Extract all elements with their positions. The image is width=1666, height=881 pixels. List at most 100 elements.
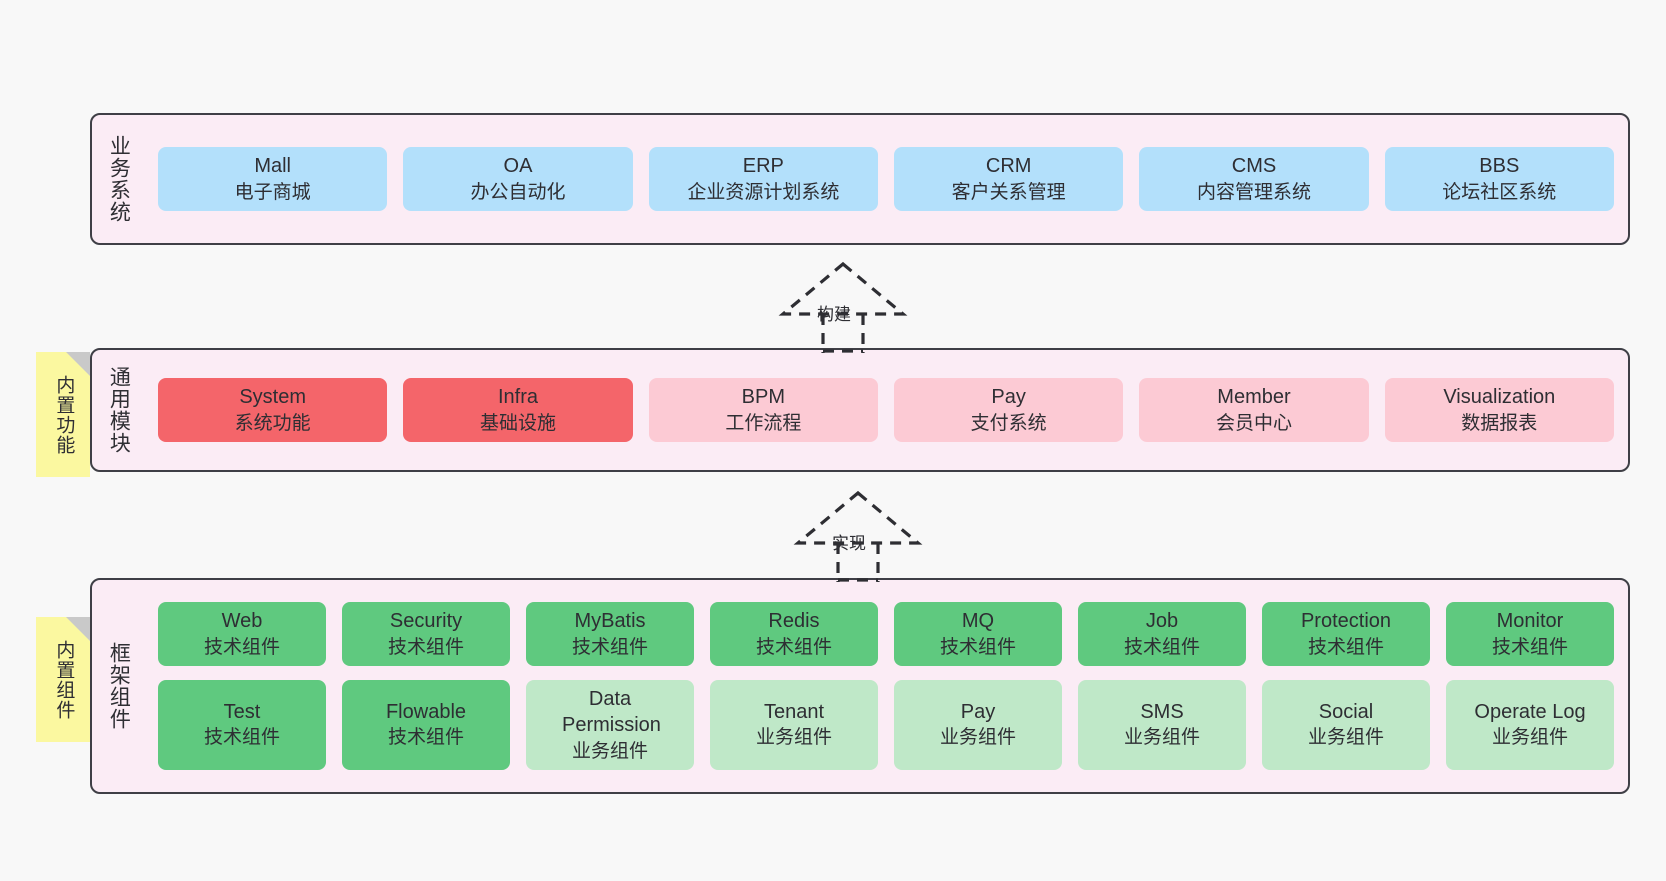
framework-card-web[interactable]: Web 技术组件 xyxy=(158,602,326,666)
common-card-system-cn: 系统功能 xyxy=(234,412,311,434)
framework-card-tenant-en: Tenant xyxy=(763,700,825,723)
framework-card-tenant[interactable]: Tenant 业务组件 xyxy=(710,679,878,770)
common-card-bpm[interactable]: BPM 工作流程 xyxy=(648,378,878,442)
framework-card-monitor[interactable]: Monitor 技术组件 xyxy=(1446,602,1614,666)
framework-card-web-en: Web xyxy=(221,610,263,633)
common-card-pay-cn: 支付系统 xyxy=(970,412,1047,434)
connector-build-arrow xyxy=(778,261,908,353)
common-card-infra[interactable]: Infra 基础设施 xyxy=(403,378,633,442)
framework-card-protection[interactable]: Protection 技术组件 xyxy=(1262,602,1430,666)
common-card-system[interactable]: System 系统功能 xyxy=(158,378,388,442)
business-card-cms[interactable]: CMS 内容管理系统 xyxy=(1139,147,1369,211)
framework-card-protection-cn: 技术组件 xyxy=(1307,636,1384,658)
common-card-pay[interactable]: Pay 支付系统 xyxy=(893,378,1124,442)
note-builtin-features: 内置功能 xyxy=(36,352,90,477)
common-card-member-cn: 会员中心 xyxy=(1215,412,1292,434)
framework-card-flowable-cn: 技术组件 xyxy=(387,727,464,749)
layer-business-system: 业务系统 Mall 电子商城 OA 办公自动化 ERP 企业资源计划系统 CRM xyxy=(90,113,1630,245)
framework-card-pay-cn: 业务组件 xyxy=(939,727,1016,749)
connector-implement: 实现 xyxy=(770,487,950,582)
framework-card-test-cn: 技术组件 xyxy=(203,727,280,749)
framework-card-redis-en: Redis xyxy=(768,610,820,633)
layer-common-module-title: 通用模块 xyxy=(107,366,131,454)
layer-business-system-title: 业务系统 xyxy=(107,135,131,223)
framework-card-social-cn: 业务组件 xyxy=(1307,727,1384,749)
business-card-crm-en: CRM xyxy=(985,155,1032,178)
common-card-bpm-cn: 工作流程 xyxy=(725,412,802,434)
framework-card-security-en: Security xyxy=(389,610,463,633)
business-system-row: Mall 电子商城 OA 办公自动化 ERP 企业资源计划系统 CRM 客户关系… xyxy=(158,147,1614,211)
connector-build-label: 构建 xyxy=(817,305,851,324)
business-card-mall-cn: 电子商城 xyxy=(234,181,311,203)
framework-card-social-en: Social xyxy=(1318,700,1374,723)
business-card-oa-cn: 办公自动化 xyxy=(470,181,566,203)
framework-card-test[interactable]: Test 技术组件 xyxy=(158,679,326,770)
framework-card-pay-en: Pay xyxy=(960,700,996,723)
note-fold-corner-icon xyxy=(66,352,90,376)
framework-card-pay[interactable]: Pay 业务组件 xyxy=(894,679,1062,770)
common-card-infra-cn: 基础设施 xyxy=(479,412,556,434)
framework-card-mq[interactable]: MQ 技术组件 xyxy=(894,602,1062,666)
business-card-crm[interactable]: CRM 客户关系管理 xyxy=(893,147,1124,211)
framework-card-mybatis-en: MyBatis xyxy=(574,610,646,633)
framework-card-data-permission[interactable]: Data Permission 业务组件 xyxy=(526,679,694,770)
framework-card-monitor-cn: 技术组件 xyxy=(1491,636,1568,658)
framework-card-mybatis[interactable]: MyBatis 技术组件 xyxy=(526,602,694,666)
note-builtin-components-label: 内置组件 xyxy=(53,639,75,720)
framework-card-tenant-cn: 业务组件 xyxy=(755,727,832,749)
business-card-cms-cn: 内容管理系统 xyxy=(1196,181,1311,203)
common-module-row: System 系统功能 Infra 基础设施 BPM 工作流程 Pay 支付系统… xyxy=(158,378,1614,442)
framework-card-monitor-en: Monitor xyxy=(1496,610,1564,633)
common-card-visualization-cn: 数据报表 xyxy=(1461,412,1538,434)
framework-card-sms-en: SMS xyxy=(1140,700,1184,723)
common-card-visualization[interactable]: Visualization 数据报表 xyxy=(1384,378,1614,442)
framework-card-sms[interactable]: SMS 业务组件 xyxy=(1078,679,1246,770)
framework-card-web-cn: 技术组件 xyxy=(203,636,280,658)
business-card-crm-cn: 客户关系管理 xyxy=(951,181,1066,203)
note-builtin-features-label: 内置功能 xyxy=(53,374,75,455)
framework-card-data-permission-en: Data Permission xyxy=(562,687,661,737)
framework-card-job[interactable]: Job 技术组件 xyxy=(1078,602,1246,666)
framework-card-social[interactable]: Social 业务组件 xyxy=(1262,679,1430,770)
layer-common-module: 通用模块 System 系统功能 Infra 基础设施 BPM 工作流程 Pay xyxy=(90,348,1630,472)
business-card-cms-en: CMS xyxy=(1231,155,1277,178)
business-card-erp[interactable]: ERP 企业资源计划系统 xyxy=(648,147,878,211)
common-card-visualization-en: Visualization xyxy=(1443,386,1556,409)
business-card-mall[interactable]: Mall 电子商城 xyxy=(158,147,388,211)
business-card-mall-en: Mall xyxy=(254,155,291,178)
business-card-oa-en: OA xyxy=(503,155,533,178)
framework-card-security[interactable]: Security 技术组件 xyxy=(342,602,510,666)
common-card-infra-en: Infra xyxy=(497,386,538,409)
framework-card-operate-log-cn: 业务组件 xyxy=(1491,727,1568,749)
common-card-member[interactable]: Member 会员中心 xyxy=(1139,378,1369,442)
layer-framework-component-body: Web 技术组件 Security 技术组件 MyBatis 技术组件 Redi… xyxy=(144,580,1628,792)
framework-card-mq-en: MQ xyxy=(961,610,995,633)
note-builtin-components: 内置组件 xyxy=(36,617,90,742)
business-card-bbs[interactable]: BBS 论坛社区系统 xyxy=(1384,147,1614,211)
framework-card-redis[interactable]: Redis 技术组件 xyxy=(710,602,878,666)
layer-common-module-body: System 系统功能 Infra 基础设施 BPM 工作流程 Pay 支付系统… xyxy=(144,350,1628,470)
note-fold-corner-icon xyxy=(66,617,90,641)
framework-card-sms-cn: 业务组件 xyxy=(1123,727,1200,749)
framework-card-data-permission-cn: 业务组件 xyxy=(571,740,648,762)
framework-card-mq-cn: 技术组件 xyxy=(939,636,1016,658)
framework-card-redis-cn: 技术组件 xyxy=(755,636,832,658)
framework-card-job-cn: 技术组件 xyxy=(1123,636,1200,658)
business-card-bbs-en: BBS xyxy=(1479,155,1520,178)
framework-row-technical: Web 技术组件 Security 技术组件 MyBatis 技术组件 Redi… xyxy=(158,602,1614,666)
layer-framework-component: 框架组件 Web 技术组件 Security 技术组件 MyBatis 技术组件… xyxy=(90,578,1630,794)
framework-card-protection-en: Protection xyxy=(1300,610,1392,633)
common-card-member-en: Member xyxy=(1217,386,1291,409)
framework-card-test-en: Test xyxy=(223,700,261,723)
framework-card-flowable[interactable]: Flowable 技术组件 xyxy=(342,679,510,770)
business-card-oa[interactable]: OA 办公自动化 xyxy=(403,147,633,211)
framework-card-security-cn: 技术组件 xyxy=(387,636,464,658)
business-card-bbs-cn: 论坛社区系统 xyxy=(1442,181,1557,203)
framework-row-business: Test 技术组件 Flowable 技术组件 Data Permission … xyxy=(158,679,1614,770)
layer-business-system-body: Mall 电子商城 OA 办公自动化 ERP 企业资源计划系统 CRM 客户关系… xyxy=(144,115,1628,243)
business-card-erp-cn: 企业资源计划系统 xyxy=(687,181,840,203)
connector-implement-label: 实现 xyxy=(832,534,866,553)
layer-framework-component-title: 框架组件 xyxy=(107,642,131,730)
framework-card-operate-log[interactable]: Operate Log 业务组件 xyxy=(1446,679,1614,770)
